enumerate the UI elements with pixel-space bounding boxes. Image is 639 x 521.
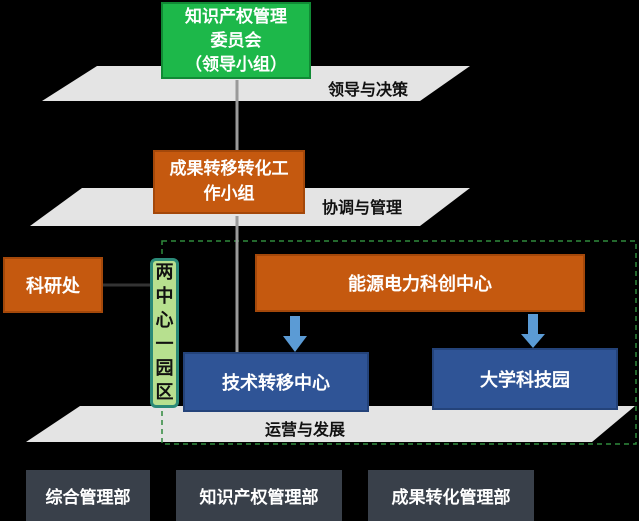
working-group-line-2: 作小组 <box>203 184 255 204</box>
university-science-park-box: 大学科技园 <box>432 348 618 410</box>
vertical-char-5: 园 <box>155 358 174 379</box>
vertical-char-2: 中 <box>155 286 174 307</box>
dept-commercialization-management: 成果转化管理部 <box>368 470 534 521</box>
ip-committee-line-2: 委员会 <box>210 30 262 51</box>
layer-label-operations: 运营与发展 <box>265 420 346 439</box>
working-group-line-1: 成果转移转化工 <box>169 159 289 179</box>
vertical-char-1: 两 <box>155 262 174 283</box>
dept-general-management: 综合管理部 <box>26 470 150 521</box>
two-centers-one-park-box: 两 中 心 一 园 区 <box>150 258 179 408</box>
plane-leadership <box>42 66 470 101</box>
vertical-char-4: 一 <box>155 334 174 355</box>
vertical-char-6: 区 <box>155 382 174 403</box>
energy-innovation-center-box: 能源电力科创中心 <box>255 254 585 312</box>
plane-operations <box>26 406 635 442</box>
arrow-energy-to-tech <box>283 316 307 352</box>
tech-transfer-center-box: 技术转移中心 <box>183 352 369 412</box>
transfer-working-group-box: 成果转移转化工 作小组 <box>153 150 305 214</box>
ip-committee-line-1: 知识产权管理 <box>185 6 287 27</box>
vertical-char-3: 心 <box>155 310 174 331</box>
arrow-energy-to-park <box>521 314 545 348</box>
research-office-box: 科研处 <box>3 257 103 313</box>
layer-label-coordination: 协调与管理 <box>322 198 403 217</box>
layer-label-leadership: 领导与决策 <box>328 80 409 99</box>
ip-committee-line-3: （领导小组） <box>185 54 287 75</box>
ip-committee-box: 知识产权管理 委员会 （领导小组） <box>161 2 311 79</box>
dept-ip-management: 知识产权管理部 <box>176 470 342 521</box>
